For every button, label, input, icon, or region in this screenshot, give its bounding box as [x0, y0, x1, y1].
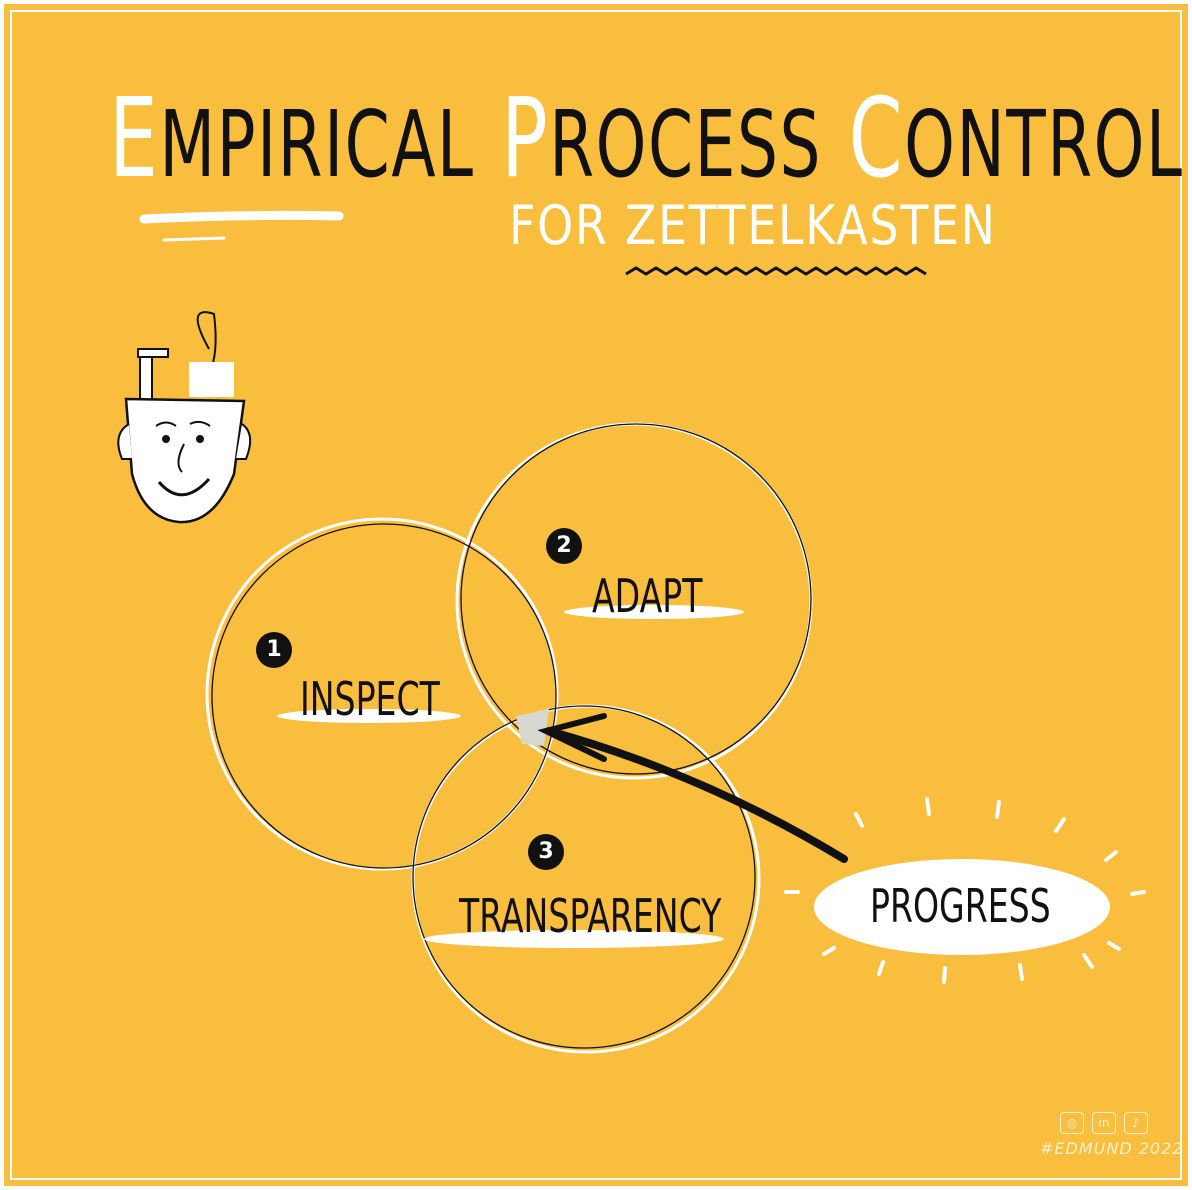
- intersection-highlight: [516, 709, 549, 746]
- title-word: Control: [848, 74, 1184, 202]
- title-word: Empirical: [109, 74, 475, 202]
- linkedin-icon[interactable]: in: [1092, 1112, 1116, 1134]
- canvas: EmpiricalProcessControl For Zettelkasten…: [4, 4, 1188, 1186]
- subtitle-squiggle: [625, 266, 927, 276]
- title-underline: [139, 210, 344, 224]
- page-title: EmpiricalProcessControl: [109, 74, 1182, 202]
- subtitle: For Zettelkasten: [509, 194, 997, 257]
- progress-ellipse: [814, 859, 1110, 955]
- diagram-shapes: [117, 210, 1146, 1054]
- head-illustration: [117, 311, 252, 524]
- step-number-3: 3: [528, 834, 564, 870]
- progress-rays: [784, 797, 1146, 984]
- signature: #EDMUND 2022: [1040, 1139, 1184, 1158]
- step-number-2: 2: [546, 528, 582, 564]
- linkedin-text: in: [1098, 1116, 1110, 1130]
- inspect-label: Inspect: [300, 672, 440, 726]
- title-underline-thin: [162, 236, 226, 242]
- twitter-icon[interactable]: ♪: [1124, 1112, 1148, 1134]
- adapt-label: Adapt: [592, 569, 703, 623]
- progress-arrow: [545, 727, 848, 863]
- title-word: Process: [501, 74, 823, 202]
- transparency-label: Transparency: [459, 889, 722, 943]
- progress-label: Progress: [870, 879, 1051, 933]
- instagram-icon[interactable]: ◎: [1060, 1112, 1084, 1134]
- inspect-circle: [205, 517, 559, 871]
- step-number-1: 1: [256, 632, 292, 668]
